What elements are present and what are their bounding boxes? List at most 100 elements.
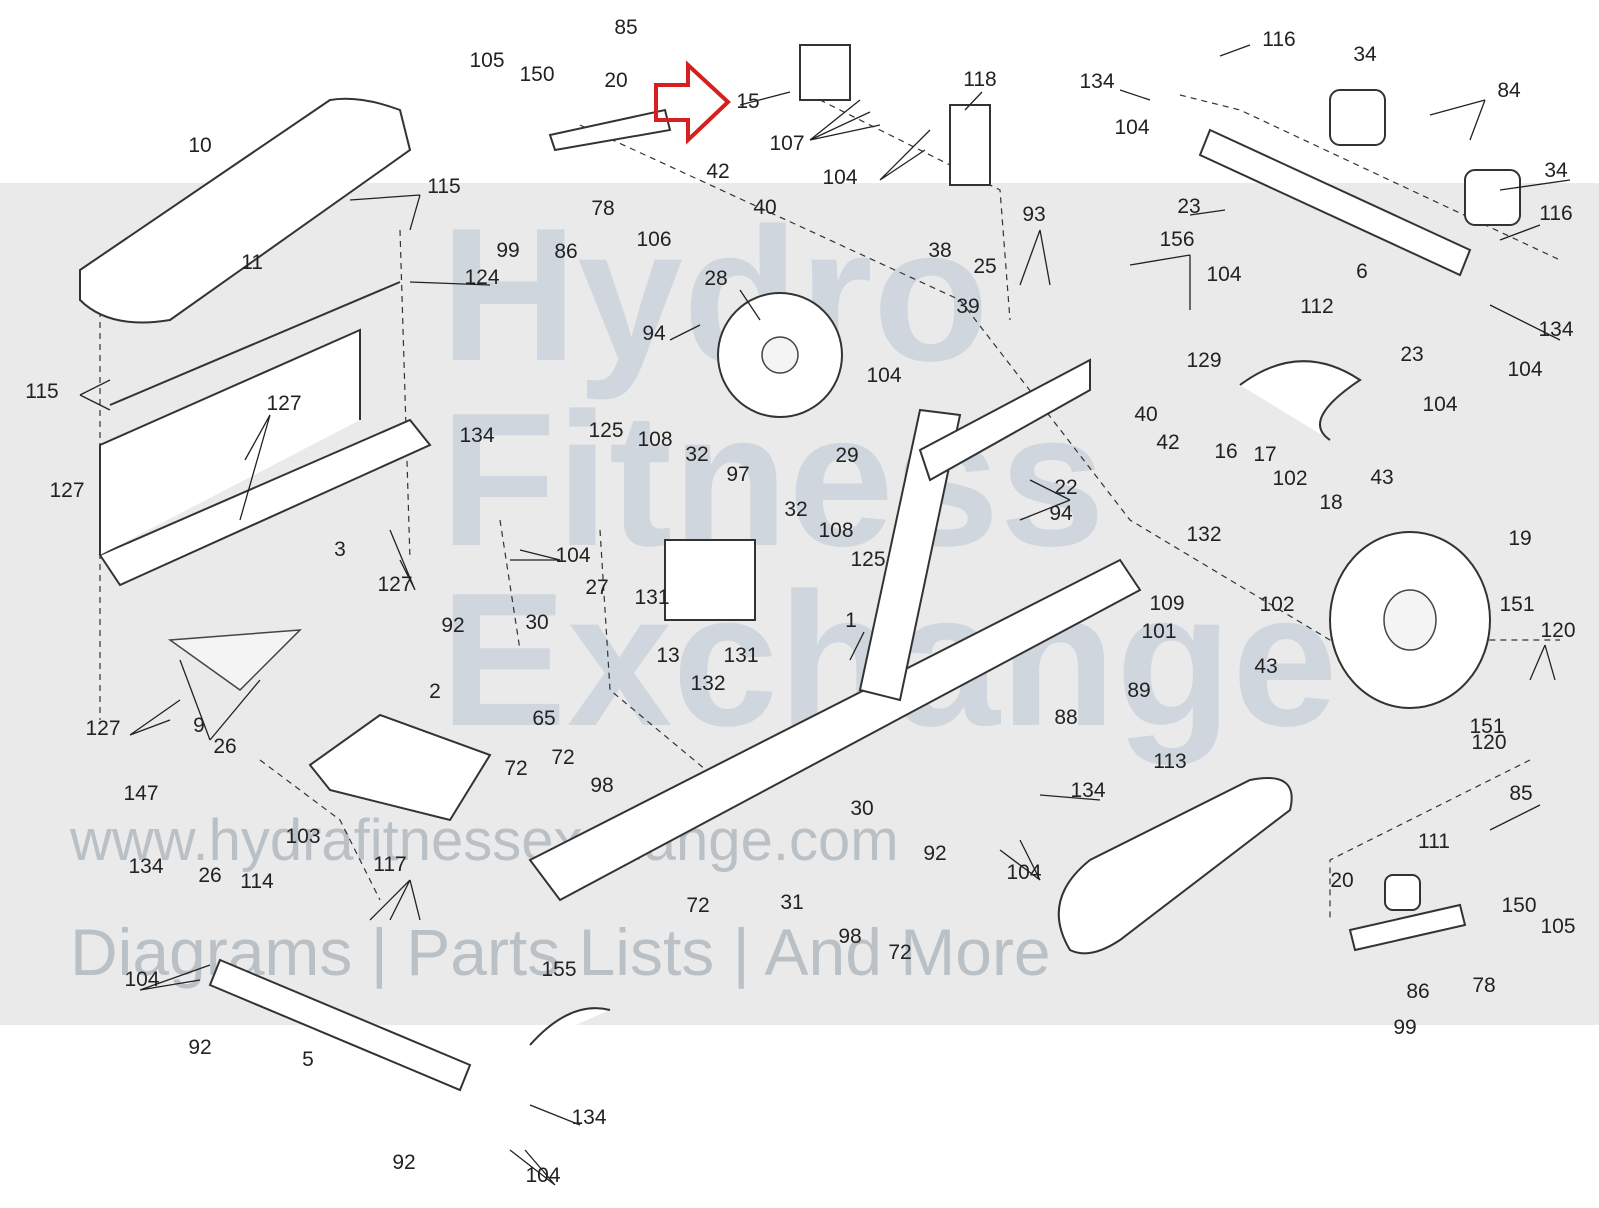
callout-c-104-g: 104	[555, 544, 590, 567]
part-6-stabilizer	[1198, 128, 1472, 277]
callout-c-125-mid: 125	[850, 548, 885, 571]
callout-c-131-top: 131	[634, 586, 669, 609]
part-3-frame	[98, 418, 432, 587]
callout-c-129: 129	[1186, 349, 1221, 372]
callout-c-20-right: 20	[1330, 869, 1353, 892]
callout-c-30-top: 30	[525, 611, 548, 634]
callout-c-22: 22	[1054, 476, 1077, 499]
callout-c-2: 2	[429, 680, 441, 703]
callout-c-88: 88	[1054, 706, 1077, 729]
callout-c-5: 5	[302, 1048, 314, 1071]
callout-c-72-d: 72	[888, 941, 911, 964]
callout-c-17: 17	[1253, 443, 1276, 466]
callout-c-116-top: 116	[1262, 28, 1295, 51]
part-2-cover	[308, 713, 492, 822]
callout-c-134-mid: 134	[459, 424, 494, 447]
callout-c-34-top: 34	[1353, 43, 1377, 66]
callout-c-156: 156	[1159, 228, 1194, 251]
callout-c-98-bottom: 98	[838, 925, 861, 948]
callout-c-104-j: 104	[525, 1164, 560, 1187]
callout-c-26-mid: 26	[198, 864, 221, 887]
callout-c-34-right: 34	[1544, 159, 1568, 182]
callout-c-104-d: 104	[866, 364, 901, 387]
callout-c-120-mid: 120	[1471, 731, 1506, 754]
callout-c-13: 13	[656, 644, 679, 667]
callout-c-23-right: 23	[1400, 343, 1423, 366]
callout-c-115-left: 115	[25, 380, 58, 403]
callout-c-43-top: 43	[1370, 466, 1393, 489]
callout-c-97: 97	[726, 463, 749, 486]
callout-c-31: 31	[780, 891, 803, 914]
callout-c-105-right: 105	[1540, 915, 1575, 938]
callout-c-104-h: 104	[1006, 861, 1041, 884]
callout-c-72-c: 72	[686, 894, 709, 917]
part-113-belt	[1057, 777, 1293, 955]
watermark-url: www.hydrafitnessexchange.com	[69, 808, 899, 873]
callout-c-134-bottom: 134	[571, 1106, 606, 1129]
callout-c-132-top: 132	[1186, 523, 1221, 546]
callout-c-108-mid: 108	[818, 519, 853, 542]
callout-c-92-left: 92	[188, 1036, 211, 1059]
callout-c-99-right: 99	[1393, 1016, 1416, 1039]
callout-c-151-top: 151	[1499, 593, 1534, 616]
callout-c-27: 27	[585, 576, 608, 599]
callout-c-127-top: 127	[266, 392, 301, 415]
callout-c-102-top: 102	[1272, 467, 1307, 490]
callout-c-32-mid: 32	[784, 498, 807, 521]
callout-c-117: 117	[373, 853, 406, 876]
callout-c-23-top: 23	[1177, 195, 1200, 218]
callout-c-26-top: 26	[213, 735, 236, 758]
callout-c-6: 6	[1356, 260, 1368, 283]
part-outlines	[79, 44, 1521, 1092]
callout-c-11: 11	[241, 251, 263, 274]
part-13-motor	[664, 539, 756, 621]
callout-c-108-top: 108	[637, 428, 672, 451]
callout-c-38: 38	[928, 239, 951, 262]
callout-c-112: 112	[1300, 295, 1333, 318]
callout-c-9: 9	[193, 714, 205, 737]
callout-c-105-top: 105	[469, 49, 504, 72]
callout-c-86-top: 86	[554, 240, 577, 263]
callout-c-107: 107	[769, 132, 804, 155]
callout-c-42-top: 42	[706, 160, 729, 183]
callout-c-155: 155	[541, 958, 576, 981]
callout-c-99-top: 99	[496, 239, 519, 262]
callout-c-30-mid: 30	[850, 797, 873, 820]
callout-c-113: 113	[1153, 750, 1186, 773]
callout-c-3: 3	[334, 538, 346, 561]
callout-c-118: 118	[963, 68, 996, 91]
callout-c-65: 65	[532, 707, 555, 730]
callout-c-104-c: 104	[1206, 263, 1241, 286]
callout-c-18: 18	[1319, 491, 1342, 514]
watermark-brand-line1: Hydro	[440, 189, 989, 401]
callout-c-40-top: 40	[753, 196, 776, 219]
callout-c-19: 19	[1508, 527, 1531, 550]
callout-c-20-top: 20	[604, 69, 627, 92]
callout-c-29: 29	[835, 444, 858, 467]
callout-c-151-mid: 151	[1469, 715, 1504, 738]
callout-c-94-mid: 94	[1049, 502, 1073, 525]
callout-c-84: 84	[1497, 79, 1521, 102]
callout-c-109: 109	[1149, 592, 1184, 615]
callout-c-39: 39	[956, 295, 979, 318]
callout-c-134-top: 134	[1079, 70, 1114, 93]
callout-c-78-top: 78	[591, 197, 614, 220]
callout-c-25: 25	[973, 255, 996, 278]
callout-c-106: 106	[636, 228, 671, 251]
callout-c-127-left: 127	[49, 479, 84, 502]
callout-c-94-top: 94	[642, 322, 666, 345]
callout-c-92-bottom: 92	[392, 1151, 415, 1174]
callout-c-32-top: 32	[685, 443, 708, 466]
callout-c-147: 147	[123, 782, 158, 805]
callout-c-98-mid: 98	[590, 774, 613, 797]
callout-c-134-left: 134	[128, 855, 163, 878]
highlight-arrow-icon	[654, 60, 731, 145]
callout-c-104-i: 104	[124, 968, 159, 991]
callout-c-104-e: 104	[1507, 358, 1542, 381]
callout-c-10: 10	[188, 134, 211, 157]
callout-c-134-right: 134	[1538, 318, 1573, 341]
callout-c-111: 111	[1418, 830, 1450, 853]
part-15-controller-board	[799, 44, 851, 101]
